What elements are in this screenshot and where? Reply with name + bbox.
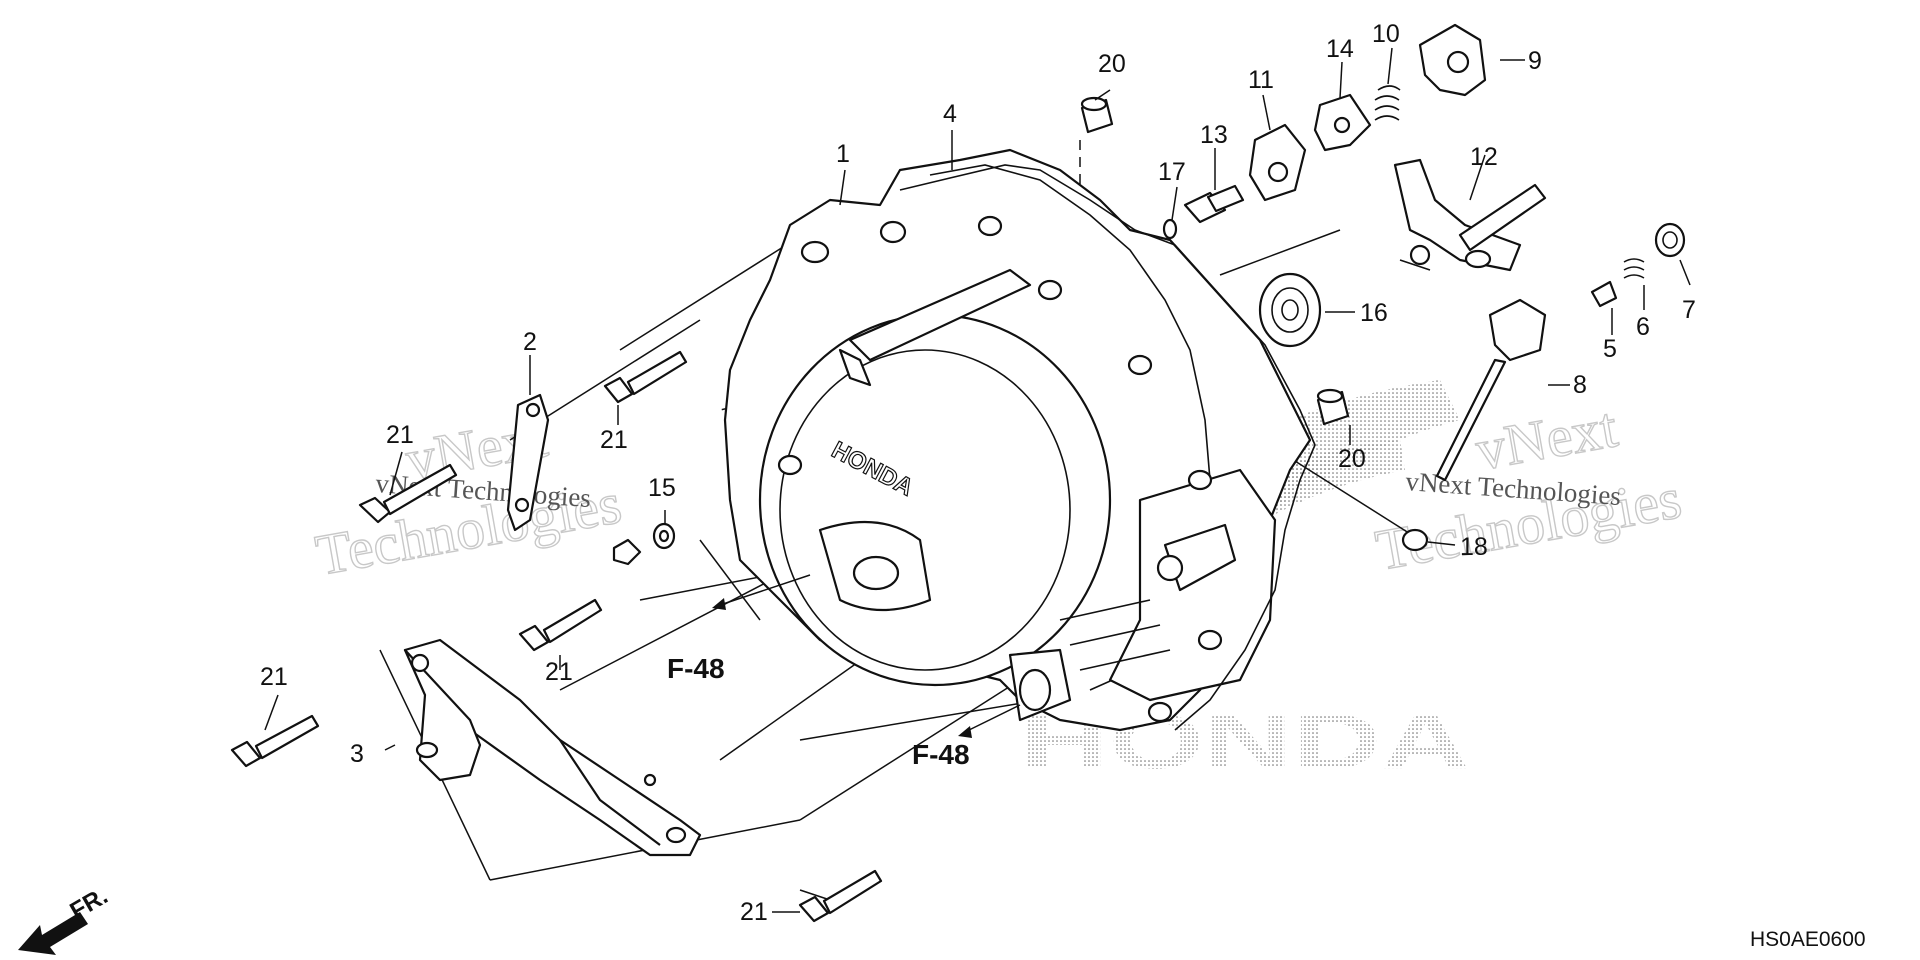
bearing-16 bbox=[1258, 272, 1322, 348]
callout-14: 14 bbox=[1326, 35, 1354, 63]
callout-8: 8 bbox=[1573, 371, 1587, 399]
plate-11 bbox=[1248, 123, 1307, 202]
callout-20-b: 20 bbox=[1338, 445, 1366, 473]
callout-numbers: 1 2 3 4 5 6 7 8 9 10 11 12 13 14 15 16 1… bbox=[260, 20, 1696, 926]
callout-4: 4 bbox=[943, 100, 957, 128]
diagram-code: HS0AE0600 bbox=[1750, 928, 1866, 951]
section-reference-f48: F-48 bbox=[667, 653, 725, 684]
bolt-5 bbox=[1590, 280, 1618, 308]
callout-15: 15 bbox=[648, 474, 676, 502]
callout-17: 17 bbox=[1158, 158, 1186, 186]
gasket bbox=[899, 164, 1316, 731]
bracket-2 bbox=[506, 393, 550, 532]
f48-ref-b: F-48 bbox=[912, 704, 1021, 770]
bolt-21-b bbox=[603, 350, 688, 404]
callout-21-a: 21 bbox=[386, 421, 414, 449]
dowel-pin-20-b bbox=[1316, 388, 1350, 426]
callout-20-a: 20 bbox=[1098, 50, 1126, 78]
f48-ref-a: F-48 bbox=[667, 574, 811, 684]
cam-9 bbox=[1418, 23, 1487, 97]
callout-7: 7 bbox=[1682, 296, 1696, 324]
callout-1: 1 bbox=[836, 140, 850, 168]
callout-11: 11 bbox=[1248, 66, 1274, 94]
watermark-left: vNext Technologies vNext Technologies bbox=[310, 403, 626, 588]
spring-10 bbox=[1374, 85, 1401, 121]
section-reference-f48: F-48 bbox=[912, 739, 970, 770]
arm-14 bbox=[1313, 93, 1372, 152]
nut-washer-15 bbox=[612, 522, 676, 566]
bolt-21-e bbox=[798, 869, 883, 923]
callout-21-d: 21 bbox=[260, 663, 288, 691]
callout-2: 2 bbox=[523, 328, 537, 356]
callout-10: 10 bbox=[1372, 20, 1400, 48]
callout-3: 3 bbox=[350, 740, 364, 768]
callout-12: 12 bbox=[1470, 143, 1498, 171]
bracket-3 bbox=[403, 638, 702, 857]
watermark-line1: vNext bbox=[1471, 394, 1622, 483]
callout-9: 9 bbox=[1528, 47, 1542, 75]
callout-21-e: 21 bbox=[740, 898, 768, 926]
callout-13: 13 bbox=[1200, 121, 1228, 149]
callout-21-c: 21 bbox=[545, 658, 573, 686]
callout-5: 5 bbox=[1603, 335, 1617, 363]
bolt-13 bbox=[1183, 184, 1245, 224]
washer-17 bbox=[1162, 218, 1178, 240]
o-ring-18 bbox=[1401, 528, 1429, 552]
spring-6 bbox=[1623, 258, 1645, 279]
front-direction-indicator: FR. bbox=[18, 882, 112, 955]
front-arrow-icon bbox=[18, 912, 88, 955]
callout-21-b: 21 bbox=[600, 426, 628, 454]
crankcase-cover: HONDA bbox=[723, 148, 1312, 732]
dowel-pin-20-a bbox=[1080, 96, 1114, 134]
bolt-21-a bbox=[358, 463, 458, 524]
bolt-21-c bbox=[518, 598, 603, 652]
callout-6: 6 bbox=[1636, 313, 1650, 341]
callout-leaders bbox=[264, 47, 1691, 913]
shaft-12 bbox=[1393, 158, 1547, 272]
bolt-21-d bbox=[230, 714, 320, 768]
dipstick-8 bbox=[1435, 298, 1547, 482]
callout-18: 18 bbox=[1460, 533, 1488, 561]
callout-16: 16 bbox=[1360, 299, 1388, 327]
cap-7 bbox=[1654, 222, 1686, 258]
